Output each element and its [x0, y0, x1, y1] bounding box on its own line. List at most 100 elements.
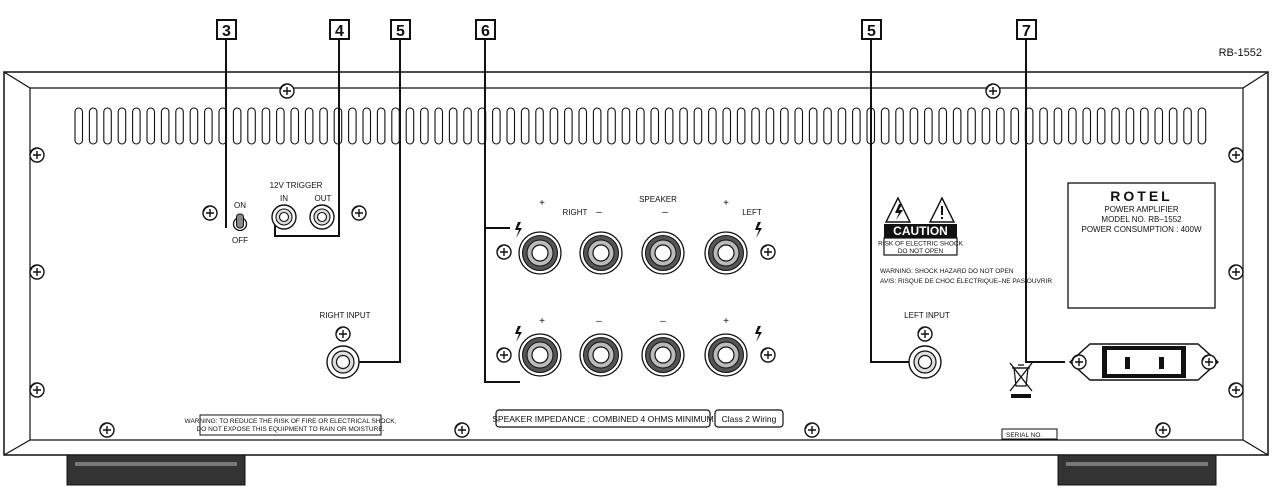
- callout-6: 6: [475, 19, 496, 40]
- speaker-post-left-plus-b[interactable]: [704, 333, 748, 377]
- vent-slot: [290, 107, 300, 145]
- ac-power-inlet[interactable]: [1068, 343, 1220, 381]
- vent-slot: [1154, 107, 1164, 145]
- vent-slot: [333, 107, 343, 145]
- trigger-title: 12V TRIGGER: [270, 181, 323, 190]
- vent-slot: [693, 107, 703, 145]
- vent-slot: [780, 107, 789, 145]
- rating-plate: ROTEL POWER AMPLIFIER MODEL NO. RB–1552 …: [1067, 182, 1216, 309]
- speaker-title: SPEAKER: [639, 195, 677, 204]
- brand-logo: ROTEL: [1110, 188, 1172, 204]
- vent-slot: [1197, 107, 1207, 145]
- callout-4: 4: [329, 19, 350, 40]
- vent-slot: [1039, 107, 1048, 145]
- top-screw-right: [985, 83, 1001, 99]
- vent-slot: [880, 107, 890, 145]
- svg-text:DO NOT OPEN: DO NOT OPEN: [898, 248, 944, 255]
- svg-text:4: 4: [335, 23, 344, 40]
- speaker-post-right-plus-b[interactable]: [518, 333, 562, 377]
- right-input-label: RIGHT INPUT: [320, 311, 371, 320]
- right-input-jack[interactable]: [326, 345, 360, 379]
- callout-5-right: 5: [390, 19, 411, 40]
- weee-bin-icon: [1009, 362, 1033, 398]
- vent-slot: [146, 107, 156, 145]
- vent-slot: [823, 107, 832, 145]
- vent-slot: [736, 107, 746, 145]
- speaker-post-left-plus-a[interactable]: [704, 231, 748, 275]
- vent-slot: [1168, 107, 1178, 145]
- foot-left: [66, 454, 246, 486]
- vent-slot: [1010, 107, 1020, 145]
- speaker-post-left-minus-a[interactable]: [641, 231, 685, 275]
- vent-slot: [189, 107, 199, 145]
- vent-slot: [348, 107, 357, 145]
- vent-slot: [74, 107, 84, 145]
- trigger-out-jack[interactable]: [309, 204, 335, 230]
- svg-text:3: 3: [222, 23, 231, 40]
- svg-text:DO NOT EXPOSE THIS EQUIPMENT T: DO NOT EXPOSE THIS EQUIPMENT TO RAIN OR …: [197, 426, 385, 433]
- vent-slot: [1068, 107, 1077, 145]
- speaker-post-right-minus-a[interactable]: [579, 231, 623, 275]
- vent-slot: [319, 107, 328, 145]
- vent-slot: [1183, 107, 1192, 145]
- vent-slot: [117, 107, 127, 145]
- vent-slot: [535, 107, 544, 145]
- svg-text:5: 5: [867, 23, 876, 40]
- moisture-warning: WARNING: TO REDUCE THE RISK OF FIRE OR E…: [185, 414, 397, 436]
- vent-slot: [981, 107, 991, 145]
- vent-slot: [1140, 107, 1149, 145]
- svg-text:7: 7: [1022, 23, 1031, 40]
- power-mode-switch[interactable]: ON OFF: [232, 201, 248, 245]
- class2-wiring-label: Class 2 Wiring: [714, 409, 784, 428]
- vent-slot: [1053, 107, 1063, 145]
- vent-slot: [448, 107, 458, 145]
- svg-text:+: +: [723, 316, 729, 327]
- vent-slot: [837, 107, 847, 145]
- model-tag: RB-1552: [1219, 47, 1262, 59]
- vent-slot: [232, 107, 242, 145]
- vent-slot: [621, 107, 631, 145]
- vent-slot: [938, 107, 948, 145]
- svg-text:+: +: [723, 198, 729, 209]
- vent-slot: [664, 107, 674, 145]
- caution-warning-fr: AVIS: RISQUE DE CHOC ÉLECTRIQUE–NE PAS O…: [880, 276, 1052, 285]
- svg-text:+: +: [539, 198, 545, 209]
- vent-slot: [88, 107, 98, 145]
- speaker-post-left-minus-b[interactable]: [641, 333, 685, 377]
- vent-slot: [996, 107, 1005, 145]
- caution-warning-en: WARNING: SHOCK HAZARD DO NOT OPEN: [880, 268, 1014, 275]
- left-input-label: LEFT INPUT: [904, 311, 950, 320]
- foot-right: [1057, 454, 1217, 486]
- left-input-jack[interactable]: [908, 345, 942, 379]
- speaker-post-right-minus-b[interactable]: [579, 333, 623, 377]
- trigger-in-jack[interactable]: [271, 204, 297, 230]
- trigger-out-label: OUT: [315, 194, 332, 203]
- serial-number-label: SERIAL NO.: [1001, 428, 1058, 440]
- vent-slot: [492, 107, 501, 145]
- vent-slot: [463, 107, 472, 145]
- caution-label: CAUTION RISK OF ELECTRIC SHOCK DO NOT OP…: [878, 196, 1052, 285]
- vent-slot: [520, 107, 530, 145]
- chassis: [3, 71, 1269, 456]
- leader-lines: [225, 39, 1065, 383]
- speaker-post-right-plus-a[interactable]: [518, 231, 562, 275]
- svg-text:–: –: [596, 207, 602, 218]
- callout-7: 7: [1016, 19, 1037, 40]
- svg-text:SERIAL NO.: SERIAL NO.: [1006, 432, 1042, 439]
- vent-slot: [276, 107, 285, 145]
- vent-slot: [362, 107, 372, 145]
- vent-slot: [794, 107, 804, 145]
- svg-text:ON: ON: [234, 201, 246, 210]
- vent-slot: [636, 107, 645, 145]
- vent-slot: [751, 107, 760, 145]
- vent-slot: [592, 107, 602, 145]
- callout-3: 3: [216, 19, 237, 40]
- svg-text:RISK OF ELECTRIC SHOCK: RISK OF ELECTRIC SHOCK: [878, 241, 964, 248]
- callout-5-left: 5: [861, 19, 882, 40]
- svg-text:–: –: [596, 316, 602, 327]
- svg-text:–: –: [662, 207, 668, 218]
- vent-slot: [304, 107, 314, 145]
- svg-text:–: –: [660, 316, 666, 327]
- vent-slot: [679, 107, 688, 145]
- svg-text:5: 5: [396, 23, 405, 40]
